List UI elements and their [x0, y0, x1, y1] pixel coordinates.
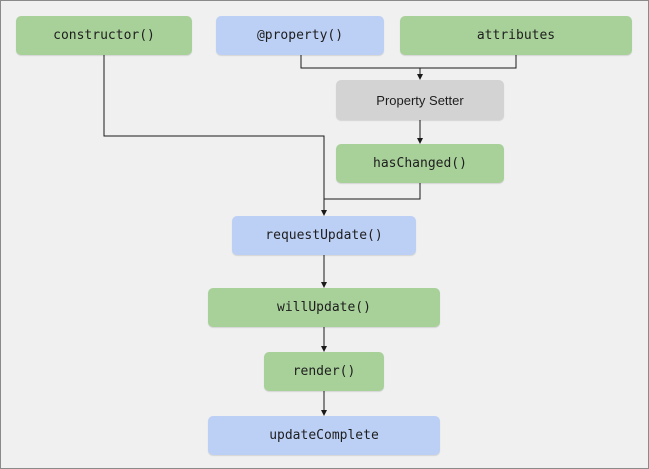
request-update-node: requestUpdate() — [232, 216, 416, 255]
edge-property-merge — [300, 55, 517, 69]
edge-constructor-to-requestupdate — [103, 55, 327, 216]
render-node: render() — [264, 352, 384, 391]
has-changed-node: hasChanged() — [336, 144, 504, 183]
edge-haschanged-to-requestupdate — [324, 183, 421, 200]
property-decorator-node: @property() — [216, 16, 384, 55]
attributes-node: attributes — [400, 16, 632, 55]
property-setter-node: Property Setter — [336, 80, 504, 120]
constructor-node: constructor() — [16, 16, 192, 55]
update-complete-node: updateComplete — [208, 416, 440, 455]
will-update-node: willUpdate() — [208, 288, 440, 327]
